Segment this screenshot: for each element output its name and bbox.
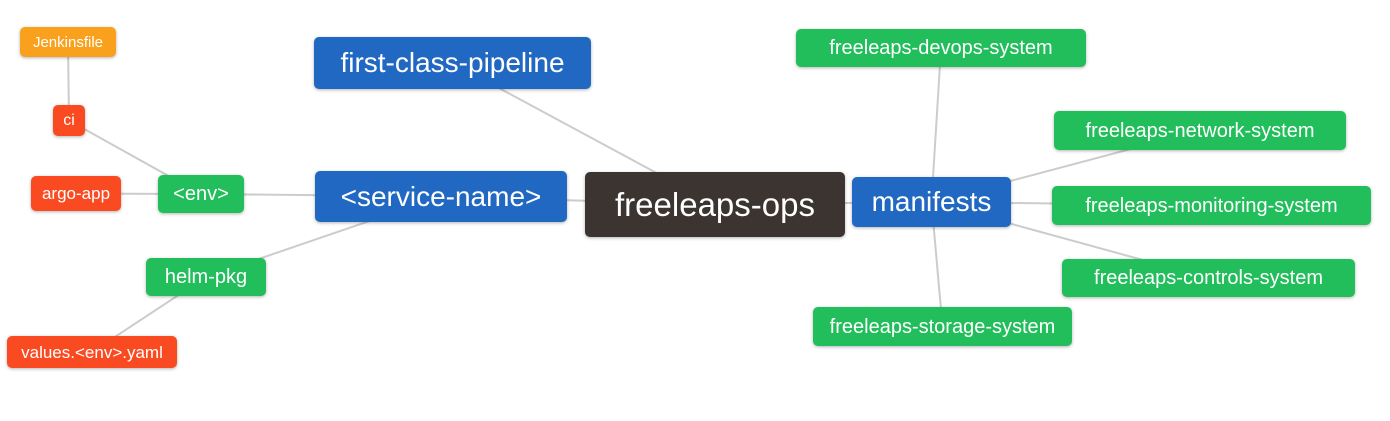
node-freeleaps-monitoring-system[interactable]: freeleaps-monitoring-system bbox=[1052, 186, 1371, 225]
node-argo-app[interactable]: argo-app bbox=[31, 176, 121, 211]
node-helm-pkg[interactable]: helm-pkg bbox=[146, 258, 266, 296]
node-freeleaps-ops[interactable]: freeleaps-ops bbox=[585, 172, 845, 237]
node-freeleaps-storage-system[interactable]: freeleaps-storage-system bbox=[813, 307, 1072, 346]
node-first-class-pipeline[interactable]: first-class-pipeline bbox=[314, 37, 591, 89]
node-freeleaps-devops-system[interactable]: freeleaps-devops-system bbox=[796, 29, 1086, 67]
node-freeleaps-controls-system[interactable]: freeleaps-controls-system bbox=[1062, 259, 1355, 297]
node-env[interactable]: <env> bbox=[158, 175, 244, 213]
node-freeleaps-network-system[interactable]: freeleaps-network-system bbox=[1054, 111, 1346, 150]
node-ci[interactable]: ci bbox=[53, 105, 85, 136]
node-service-name[interactable]: <service-name> bbox=[315, 171, 567, 222]
node-jenkinsfile[interactable]: Jenkinsfile bbox=[20, 27, 116, 57]
edge-manifests-to-freeleaps-devops-system bbox=[930, 47, 942, 203]
node-values-env-yaml[interactable]: values.<env>.yaml bbox=[7, 336, 177, 368]
node-manifests[interactable]: manifests bbox=[852, 177, 1011, 227]
